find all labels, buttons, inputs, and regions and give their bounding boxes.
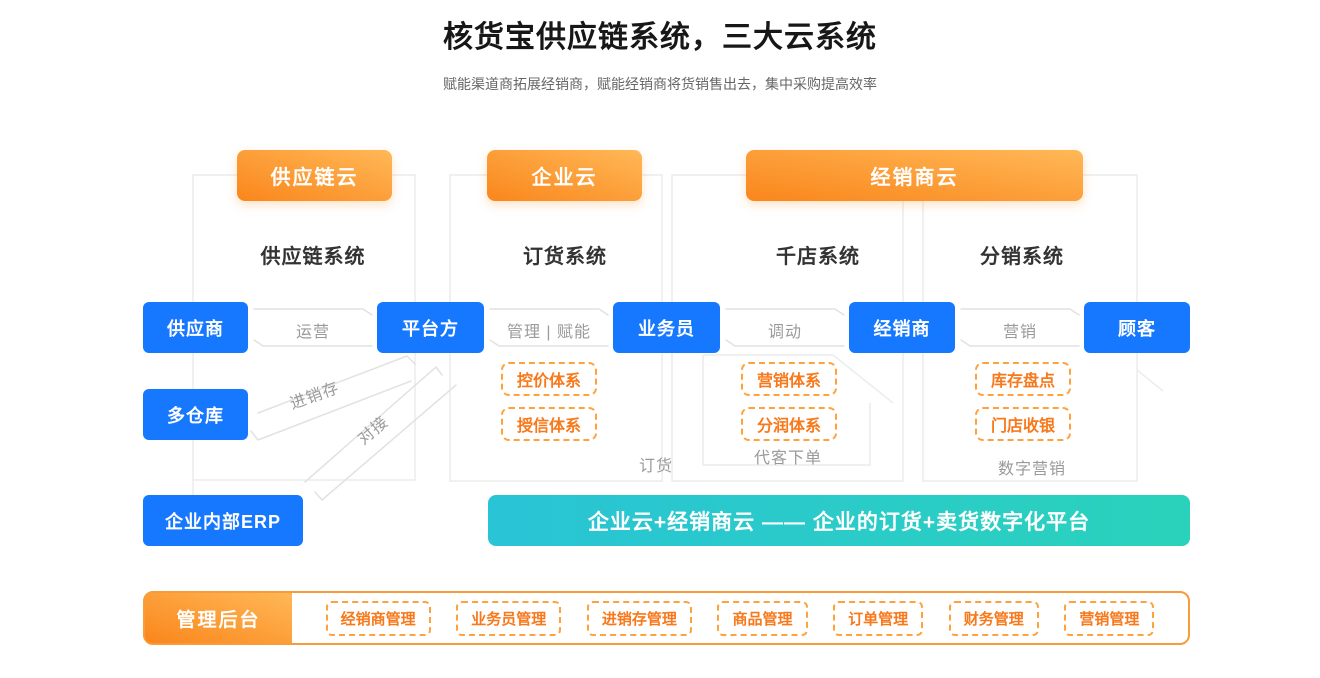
capability-credit: 授信体系 xyxy=(501,407,597,441)
page-title: 核货宝供应链系统，三大云系统 xyxy=(443,21,877,54)
admin-module-finance-mgmt: 财务管理 xyxy=(948,600,1039,636)
arrow-connect-up xyxy=(304,366,443,483)
system-title-ordering: 订货系统 xyxy=(523,246,607,268)
arrow-operate-left xyxy=(253,339,373,347)
node-supplier: 供应商 xyxy=(143,302,248,353)
system-title-thousand-store: 千店系统 xyxy=(776,246,860,268)
arrow-dispatch-right xyxy=(725,308,845,316)
arrow-inventory-up xyxy=(257,355,416,414)
admin-module-salesman-mgmt: 业务员管理 xyxy=(456,600,562,636)
flow-marketing: 营销 xyxy=(1002,324,1037,341)
capability-marketing-system: 营销体系 xyxy=(741,362,837,396)
capability-stock-check: 库存盘点 xyxy=(975,362,1071,396)
arrow-manage-left xyxy=(489,339,609,347)
admin-module-inventory-mgmt: 进销存管理 xyxy=(586,600,692,636)
node-customer: 顾客 xyxy=(1084,302,1190,353)
arrow-marketing-left xyxy=(960,339,1080,347)
node-erp: 企业内部ERP xyxy=(143,495,303,546)
admin-module-marketing-mgmt: 营销管理 xyxy=(1064,600,1155,636)
customer-corner-line xyxy=(1136,369,1164,392)
flow-inventory: 进销存 xyxy=(287,379,342,414)
system-title-supply-chain: 供应链系统 xyxy=(260,246,366,268)
flow-dispatch: 调动 xyxy=(767,324,802,341)
system-title-distribution: 分销系统 xyxy=(980,246,1064,268)
inner-proxy-order-box xyxy=(702,354,894,466)
admin-bar: 管理后台 经销商管理 业务员管理 进销存管理 商品管理 订单管理 财务管理 营销… xyxy=(143,591,1190,645)
admin-modules: 经销商管理 业务员管理 进销存管理 商品管理 订单管理 财务管理 营销管理 xyxy=(292,600,1188,636)
arrow-inventory-down xyxy=(250,380,412,441)
capability-profit-sharing: 分润体系 xyxy=(741,407,837,441)
arrow-connect-down xyxy=(314,384,457,501)
flow-operate: 运营 xyxy=(295,324,330,341)
flow-manage-empower: 管理 | 赋能 xyxy=(506,324,592,341)
page-subtitle: 赋能渠道商拓展经销商，赋能经销商将货销售出去，集中采购提高效率 xyxy=(443,76,877,92)
tag-digital-marketing: 数字营销 xyxy=(997,461,1066,478)
arrow-manage-right xyxy=(489,308,609,316)
banner-supply-chain-cloud: 供应链云 xyxy=(237,150,392,201)
node-warehouses: 多仓库 xyxy=(143,389,248,440)
node-salesman: 业务员 xyxy=(613,302,720,353)
tag-proxy-order: 代客下单 xyxy=(753,450,822,467)
summary-banner: 企业云+经销商云 —— 企业的订货+卖货数字化平台 xyxy=(488,495,1190,546)
tag-ordering: 订货 xyxy=(638,458,673,475)
node-platform: 平台方 xyxy=(377,302,484,353)
banner-enterprise-cloud: 企业云 xyxy=(487,150,642,201)
capability-store-cashier: 门店收银 xyxy=(975,407,1071,441)
capability-price-control: 控价体系 xyxy=(501,362,597,396)
arrow-marketing-right xyxy=(960,308,1080,316)
admin-module-dealer-mgmt: 经销商管理 xyxy=(325,600,431,636)
banner-dealer-cloud: 经销商云 xyxy=(746,150,1083,201)
admin-module-order-mgmt: 订单管理 xyxy=(833,600,924,636)
arrow-dispatch-left xyxy=(725,339,845,347)
node-dealer: 经销商 xyxy=(849,302,955,353)
arrow-operate-right xyxy=(253,308,373,316)
admin-label: 管理后台 xyxy=(145,593,292,643)
admin-module-product-mgmt: 商品管理 xyxy=(717,600,808,636)
